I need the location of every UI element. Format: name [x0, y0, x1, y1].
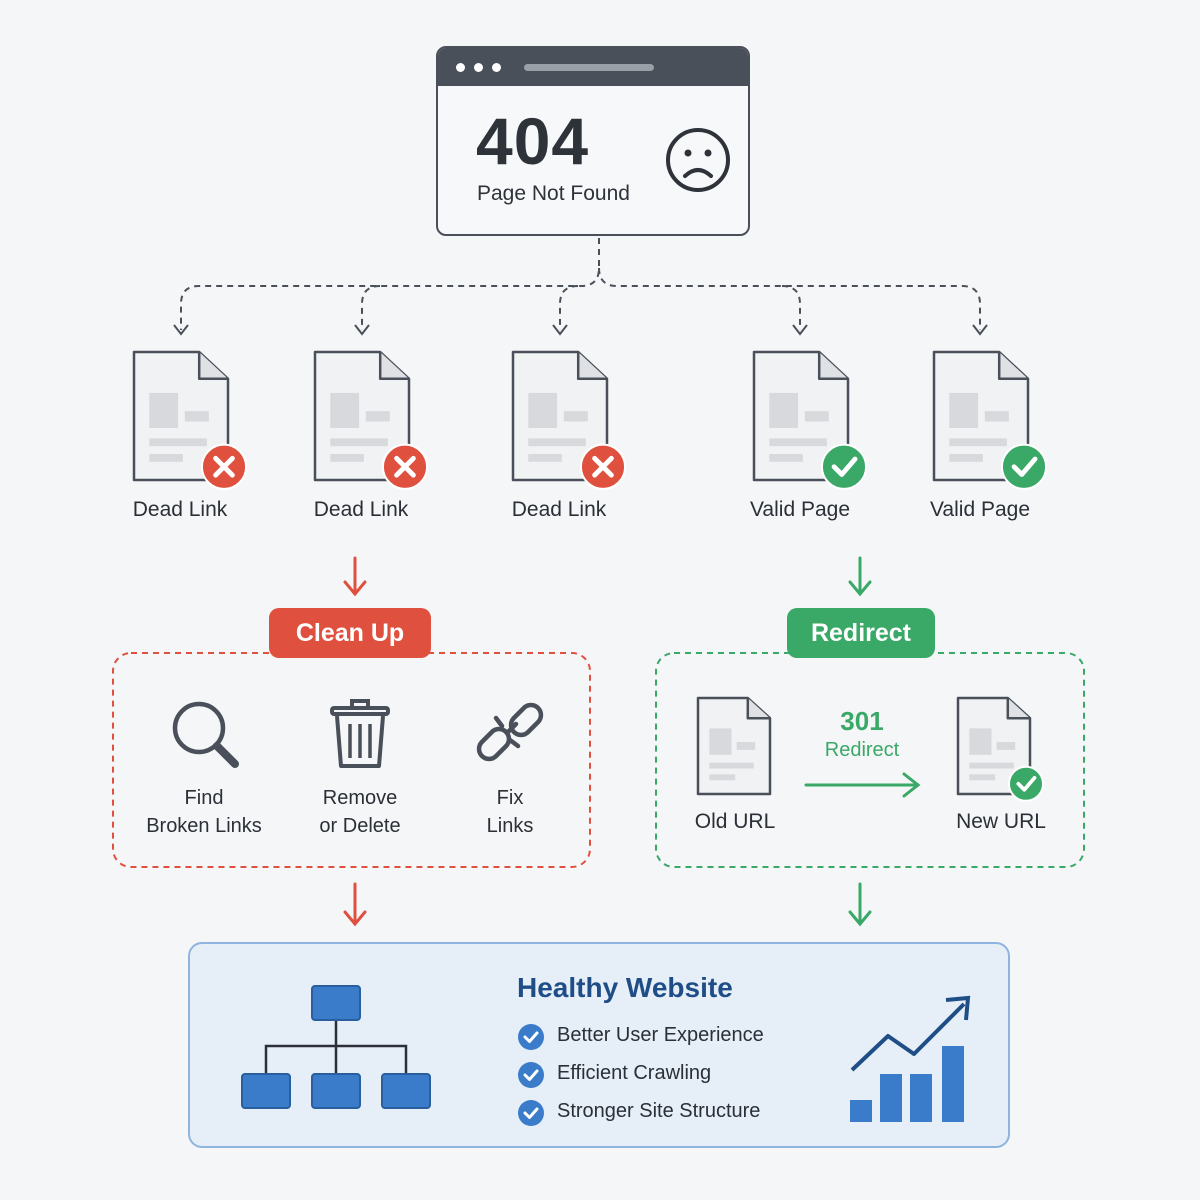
benefit-item: Stronger Site Structure [557, 1100, 761, 1122]
document-label: Dead Link [313, 498, 409, 521]
check-circle-icon [518, 1062, 544, 1088]
redirect-box [655, 652, 1085, 868]
valid-page-icon [932, 350, 1048, 490]
cleanup-title: Clean Up [269, 608, 431, 658]
broken-chain-icon [476, 702, 544, 762]
old-url-document-icon [696, 696, 772, 796]
new-url-label: New URL [956, 810, 1046, 833]
tree-arrowheads [173, 324, 988, 336]
redirect-code: 301 [840, 706, 884, 736]
address-bar [524, 64, 654, 71]
site-structure-icon [241, 985, 431, 1109]
redirect-title: Redirect [787, 608, 935, 658]
redirect-code-label: Redirect [824, 739, 900, 761]
check-circle-icon [518, 1024, 544, 1050]
trash-icon [330, 699, 390, 768]
magnifier-icon [172, 701, 239, 768]
tool-line: Broken Links [146, 815, 262, 837]
benefit-item: Better User Experience [557, 1024, 764, 1046]
tool-find-label: Find Broken Links [124, 784, 284, 840]
tool-fix-label: Fix Links [450, 784, 570, 840]
valid-page-icon [752, 350, 868, 490]
browser-title-bar [438, 48, 748, 86]
document-label: Dead Link [511, 498, 607, 521]
error-code: 404 [476, 104, 590, 178]
tool-line: Find [184, 787, 224, 809]
old-url-label: Old URL [694, 810, 776, 833]
benefit-item: Efficient Crawling [557, 1062, 712, 1084]
browser-window [436, 46, 750, 236]
sad-face-icon [666, 128, 730, 192]
new-url-document-icon [956, 696, 1045, 802]
tool-remove-label: Remove or Delete [290, 784, 430, 840]
tool-line: Links [486, 815, 534, 837]
window-dot-icon [456, 63, 465, 72]
window-dot-icon [474, 63, 483, 72]
red-flow-arrows [343, 556, 367, 927]
tool-line: Fix [496, 787, 524, 809]
check-circle-icon [518, 1100, 544, 1126]
dead-link-icon [511, 350, 627, 490]
green-flow-arrows [848, 556, 872, 927]
growth-chart-icon [850, 995, 971, 1122]
window-dot-icon [492, 63, 501, 72]
document-label: Valid Page [929, 498, 1031, 521]
tool-line: Remove [322, 787, 398, 809]
healthy-title: Healthy Website [517, 972, 733, 1003]
tool-line: or Delete [319, 815, 401, 837]
dead-link-icon [313, 350, 429, 490]
error-message: Page Not Found [477, 182, 630, 205]
redirect-arrow [804, 772, 921, 798]
dashed-tree [180, 238, 981, 330]
document-label: Valid Page [749, 498, 851, 521]
dead-link-icon [132, 350, 248, 490]
document-label: Dead Link [132, 498, 228, 521]
